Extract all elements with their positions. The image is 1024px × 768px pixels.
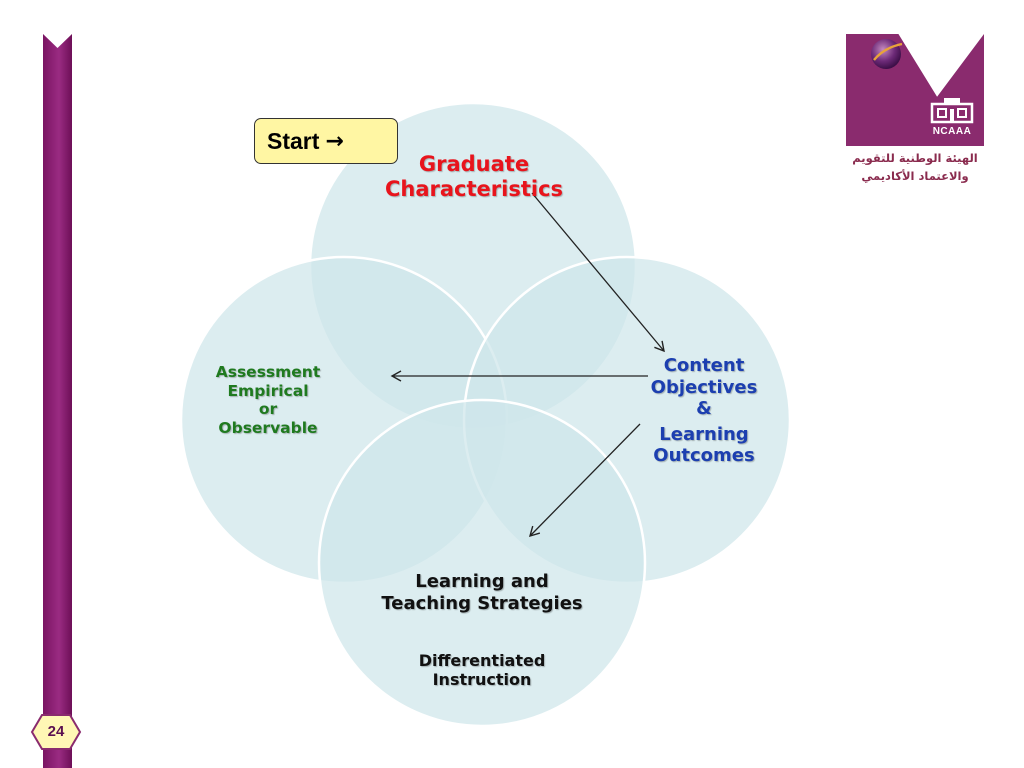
circle-learning bbox=[317, 398, 647, 728]
assessment-line-2: Empirical bbox=[227, 381, 309, 400]
logo-arabic-text: الهيئة الوطنية للتقويم والاعتماد الأكادي… bbox=[846, 150, 984, 186]
arrow-graduate-to-content bbox=[531, 192, 665, 353]
logo-name: NCAAA bbox=[932, 126, 972, 137]
label-learning-teaching: Learning and Teaching Strategies bbox=[342, 571, 622, 614]
ncaaa-logo-mark-icon bbox=[930, 98, 974, 124]
content-line-1: Content bbox=[663, 355, 745, 376]
learning-line-1: Learning and bbox=[415, 571, 549, 592]
left-accent-bar bbox=[43, 34, 72, 768]
label-differentiated-instruction: Differentiated Instruction bbox=[372, 651, 592, 689]
page-number-badge bbox=[30, 714, 82, 750]
arrow-content-to-learning bbox=[528, 423, 641, 538]
start-box[interactable]: Start → bbox=[254, 118, 398, 164]
learning-line-2: Teaching Strategies bbox=[381, 592, 583, 614]
page-number: 24 bbox=[47, 723, 65, 740]
logo-orb-icon bbox=[871, 39, 903, 69]
arrow-right-icon: → bbox=[325, 128, 344, 154]
label-assessment: Assessment Empirical or Observable bbox=[188, 363, 348, 437]
assessment-line-1: Assessment bbox=[215, 363, 321, 381]
differentiated-line-2: Instruction bbox=[432, 670, 532, 690]
label-graduate-characteristics: Graduate Characteristics bbox=[344, 152, 604, 202]
start-label: Start bbox=[267, 127, 320, 154]
content-line-5: Outcomes bbox=[653, 445, 755, 467]
logo-arabic-line-2: والاعتماد الأكاديمي bbox=[861, 168, 969, 183]
graduate-line-2: Characteristics bbox=[384, 177, 564, 202]
assessment-line-3: or bbox=[258, 400, 278, 419]
ncaaa-logo: NCAAA الهيئة الوطنية للتقويم والاعتماد ا… bbox=[846, 34, 986, 194]
content-line-4: Learning bbox=[659, 423, 749, 445]
differentiated-line-1: Differentiated bbox=[418, 651, 546, 670]
label-content-objectives: Content Objectives & Learning Outcomes bbox=[622, 355, 786, 467]
content-line-2: Objectives bbox=[650, 376, 758, 398]
assessment-line-4: Observable bbox=[218, 418, 318, 437]
graduate-line-1: Graduate bbox=[418, 152, 530, 176]
logo-arabic-line-1: الهيئة الوطنية للتقويم bbox=[852, 151, 978, 165]
content-line-3: & bbox=[696, 398, 712, 420]
